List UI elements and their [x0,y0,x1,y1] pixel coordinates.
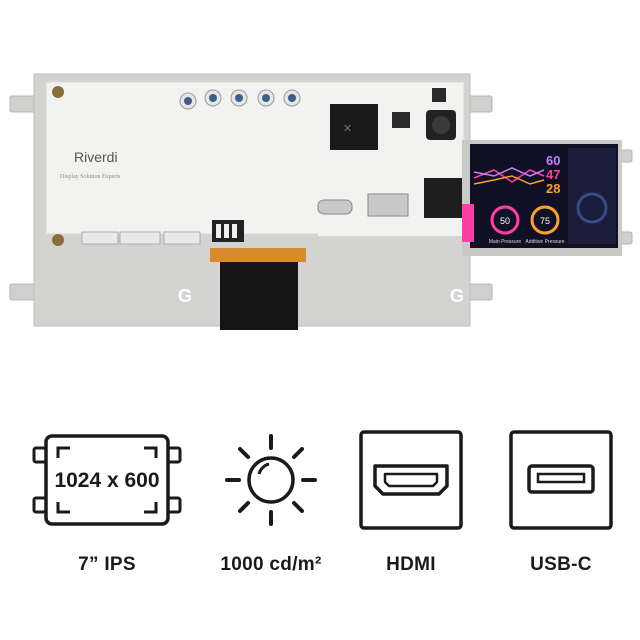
feature-label-resolution: 7” IPS [78,554,136,575]
readout-2: 47 [546,167,560,182]
feature-label-hdmi: HDMI [386,554,436,575]
feature-hdmi: HDMI [336,430,486,576]
resolution-text: 1024 x 600 [54,469,159,492]
svg-text:G: G [178,286,192,306]
readout-1: 60 [546,153,560,168]
hdmi-port-icon [336,430,486,530]
svg-text:G: G [450,286,464,306]
display-preview: 60 47 28 50 75 Main Pressure Additive Pr… [462,140,622,256]
gauge-1 [490,205,520,235]
product-photo: ✕ Riverdi Display Solution Experts G G 6… [9,73,633,330]
svg-text:Main Pressure: Main Pressure [489,239,521,245]
gauge-2 [530,205,560,235]
hdmi-port [367,193,409,217]
feature-resolution: 1024 x 600 7” IPS [22,430,192,576]
brand-tagline: Display Solution Experts [60,174,121,180]
processor-chip [330,104,378,150]
usb-c-port [317,199,353,215]
brand-logo: Riverdi [74,149,118,165]
feature-brightness: 1000 cd/m² [196,430,346,576]
display-resolution-icon: 1024 x 600 [22,430,192,530]
power-jack [424,178,464,218]
svg-text:Additive Pressure: Additive Pressure [525,239,564,245]
feature-label-brightness: 1000 cd/m² [220,554,322,575]
display-connector [220,256,298,330]
board-buttons [179,89,301,110]
svg-text:75: 75 [540,216,550,226]
usb-port-icon [486,430,636,530]
readout-3: 28 [546,181,560,196]
svg-text:✕: ✕ [343,123,352,135]
feature-label-usb: USB-C [530,554,592,575]
sun-brightness-icon [196,430,346,530]
svg-text:50: 50 [500,216,510,226]
feature-usb: USB-C [486,430,636,576]
